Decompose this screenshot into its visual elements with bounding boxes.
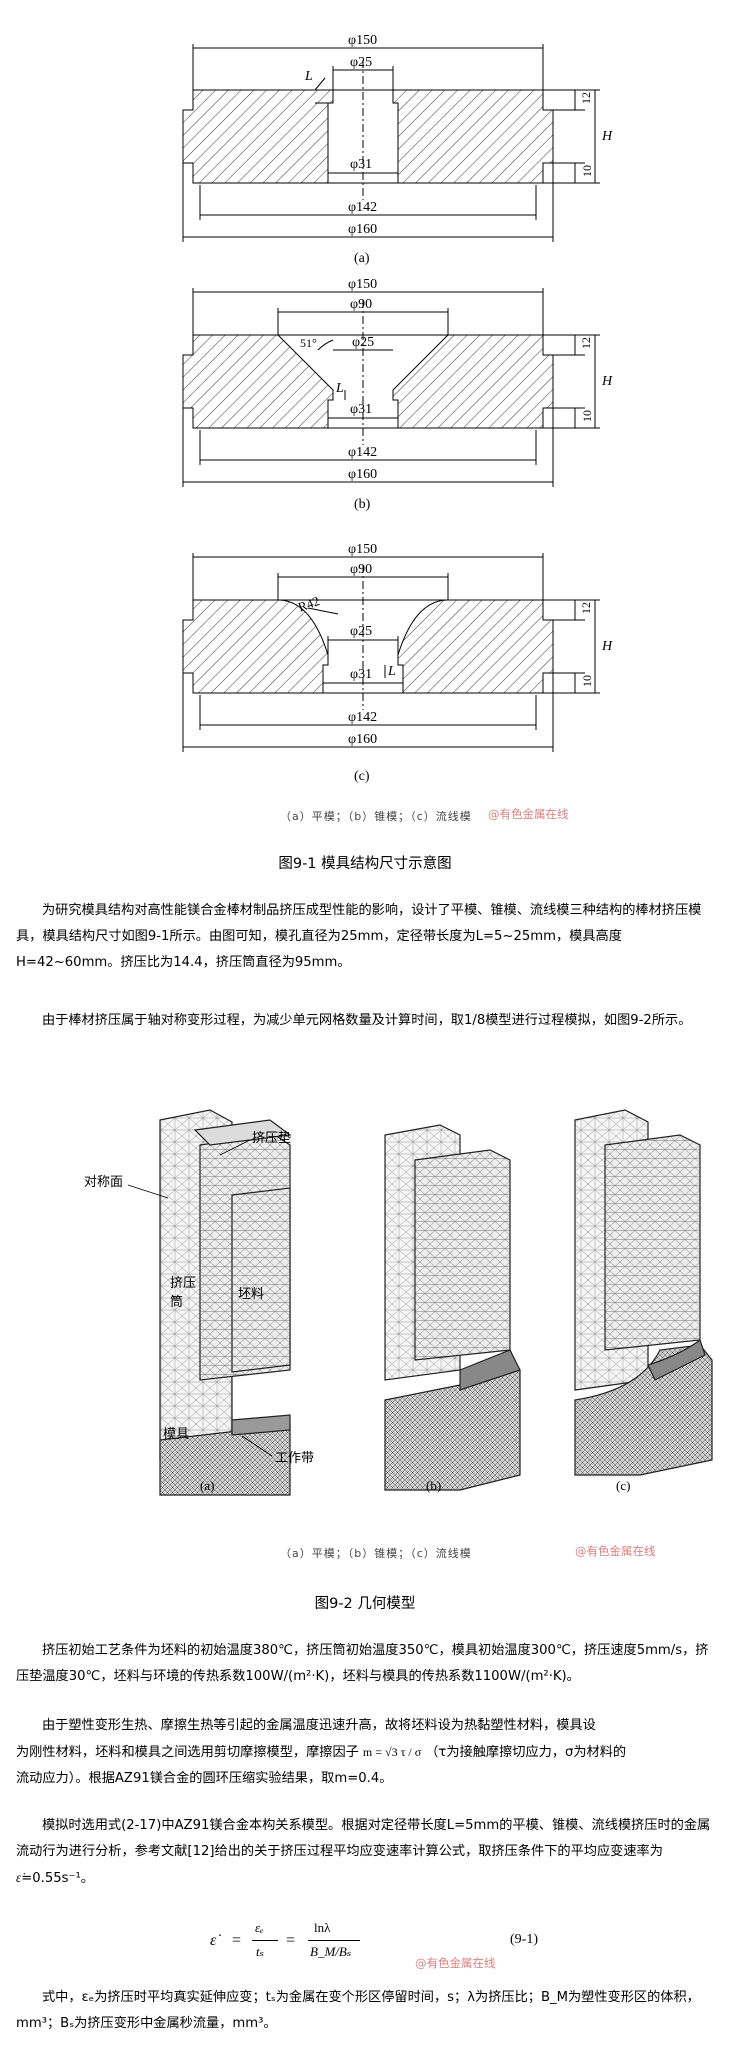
fig2-caption: 图9-2 几何模型 [314,1596,416,1612]
fig1-label-c: (c) [354,769,370,784]
fig1-subcaption: （a）平模；（b）锥模；（c）流线模 [280,810,472,823]
paragraph-6: 式中，εₑ为挤压时平均真实延伸应变；tₛ为金属在变个形区停留时间，s；λ为挤压比… [16,1990,700,2031]
dim-L-a: L [304,69,313,84]
dim-H-c: H [601,639,613,654]
dim-d160-c: φ160 [348,732,377,747]
paragraph-5: 模拟时选用式(2-17)中AZ91镁合金本构关系模型。根据对定径带长度L=5mm… [16,1818,711,1886]
dim-d90-b: φ90 [350,297,372,312]
paragraph-3: 挤压初始工艺条件为坯料的初始温度380℃，挤压筒初始温度350℃，模具初始温度3… [16,1643,709,1684]
fig2-label-a: (a) [200,1478,214,1493]
dim-d150-c: φ150 [348,542,377,557]
dim-d25-c: φ25 [350,624,372,639]
dim-d142-a: φ142 [348,200,377,215]
dim-h12-b: 12 [579,337,593,349]
dim-h10-c: 10 [580,675,594,687]
dim-angle-b: 51° [300,336,317,350]
label-die: 模具 [163,1426,189,1441]
dim-L-c: L [387,664,396,679]
label-billet: 坯料 [238,1286,264,1301]
dim-h10-b: 10 [580,410,594,422]
dim-d150-a: φ150 [348,33,377,48]
dim-d142-c: φ142 [348,710,377,725]
label-symmetry-plane: 对称面 [84,1174,123,1189]
fig1-watermark: @有色金属在线 [488,807,569,821]
dim-d160-a: φ160 [348,222,377,237]
equation-number: (9-1) [510,1932,538,1947]
label-container-2: 筒 [170,1294,183,1309]
dim-d31-b: φ31 [350,402,372,417]
fig2-label-c: (c) [616,1478,630,1493]
dim-d25-a: φ25 [350,55,372,70]
paragraph-2: 由于棒材挤压属于轴对称变形过程，为减少单元网格数量及计算时间，取1/8模型进行过… [42,1013,692,1028]
dim-d31-a: φ31 [350,157,372,172]
dim-d150-b: φ150 [348,277,377,292]
label-container-1: 挤压 [170,1275,196,1290]
dim-H-a: H [601,129,613,144]
dim-d90-c: φ90 [350,562,372,577]
dim-L-b: L [335,381,344,396]
dim-H-b: H [601,374,613,389]
dim-h12-a: 12 [579,92,593,104]
dim-h10-a: 10 [580,165,594,177]
label-extrusion-pad: 挤压垫 [252,1130,291,1145]
paragraph-4: 由于塑性变形生热、摩擦生热等引起的金属温度迅速升高，故将坯料设为热黏塑性材料，模… [16,1718,627,1786]
dim-d142-b: φ142 [348,445,377,460]
dim-h12-c: 12 [579,602,593,614]
dim-d31-c: φ31 [350,667,372,682]
figure-9-2-meshes: 挤压垫 对称面 挤压 筒 坯料 模具 工作带 (a) (b) (c) [84,1109,713,1496]
dim-d25-b: φ25 [352,335,374,350]
dim-radius-c: R42 [296,593,321,615]
fig1-caption: 图9-1 模具结构尺寸示意图 [278,856,452,872]
friction-formula: m = √3 τ / σ [362,1745,422,1759]
formula-watermark: @有色金属在线 [415,1956,496,1970]
fig1-label-b: (b) [354,497,371,512]
fig2-subcaption: （a）平模；（b）锥模；（c）流线模 [280,1547,472,1560]
fig2-label-b: (b) [426,1478,441,1493]
label-working-band: 工作带 [275,1450,314,1465]
fig1-label-a: (a) [354,251,370,266]
equation-9-1: ε̇ = εₑ tₛ = lnλ B_M/Bₛ (9-1) [210,1920,538,1959]
fig2-watermark: @有色金属在线 [575,1544,656,1558]
paragraph-1: 为研究模具结构对高性能镁合金棒材制品挤压成型性能的影响，设计了平模、锥模、流线模… [16,903,702,970]
figure-9-1-drawing: φ150 φ25 L φ31 φ142 φ160 12 10 H (a) φ15… [182,33,613,784]
dim-d160-b: φ160 [348,467,377,482]
